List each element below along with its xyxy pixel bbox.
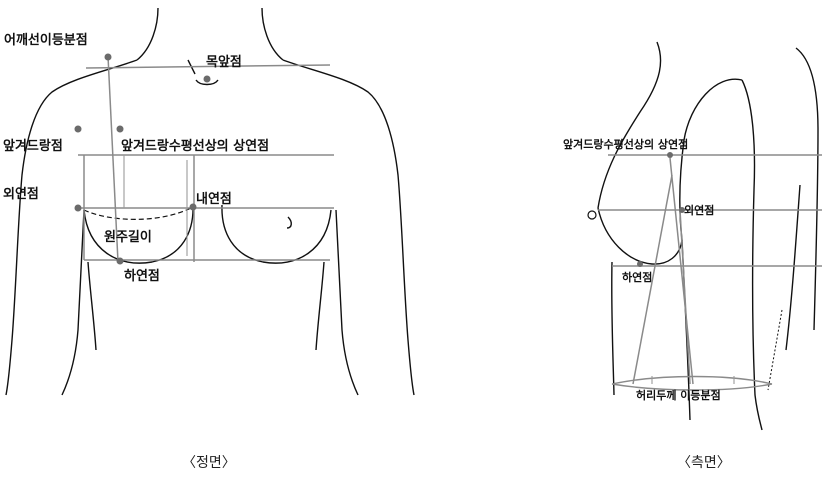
front-left-shoulder-arm xyxy=(5,59,138,396)
label-side-lower-edge-point: 하연점 xyxy=(622,270,652,284)
front-outer-edge-point xyxy=(74,204,82,212)
side-diagonal-line-3 xyxy=(632,174,673,385)
front-upper-edge-point xyxy=(116,125,124,133)
front-neck-point xyxy=(203,75,211,83)
label-side-upper-edge-point: 앞겨드랑수평선상의 상연점 xyxy=(563,137,688,151)
label-front-upper-edge-point: 앞겨드랑수평선상의 상연점 xyxy=(121,138,269,154)
front-left-arm-inner xyxy=(61,209,85,396)
label-front-neck-point: 목앞점 xyxy=(206,55,242,70)
label-front-lower-edge-point: 하연점 xyxy=(124,268,160,284)
side-back-lower xyxy=(785,184,801,351)
label-front-armpit-point: 앞겨드랑점 xyxy=(3,139,63,154)
caption-front-view: 〈정면〉 xyxy=(182,455,236,471)
front-left-breast xyxy=(83,204,194,264)
label-circumference-length: 원주길이 xyxy=(104,229,152,245)
front-right-shoulder-arm xyxy=(282,59,415,396)
front-right-arm-inner xyxy=(335,209,359,396)
label-side-waist-point: 허리두께 이등분점 xyxy=(636,388,721,402)
side-outer-edge-point xyxy=(679,207,685,213)
side-view: 앞겨드랑수평선상의 상연점 외연점 하연점 허리두께 이등분점 〈측면〉 xyxy=(563,41,822,471)
front-view: 어깨선이등분점 목앞점 앞겨드랑점 앞겨드랑수평선상의 상연점 외연점 내연점 … xyxy=(3,7,415,471)
side-upper-edge-point xyxy=(667,152,673,158)
side-back-outline xyxy=(795,47,819,331)
label-side-outer-edge-point: 외연점 xyxy=(684,203,714,217)
side-nipple xyxy=(587,210,597,220)
label-shoulder-dart-point: 어깨선이등분점 xyxy=(4,32,88,48)
side-front-torso xyxy=(611,261,615,396)
side-diagonal-line-2 xyxy=(679,209,691,385)
front-shoulder-vertical-line xyxy=(107,55,119,263)
front-neck-left-outline xyxy=(136,7,159,61)
front-neck-right-outline xyxy=(261,7,284,61)
label-front-inner-edge-point: 내연점 xyxy=(196,191,232,207)
front-right-nipple xyxy=(286,216,292,229)
front-inner-edge-point xyxy=(189,203,197,211)
side-neck-outline xyxy=(597,41,662,209)
side-waist-bottom-arc xyxy=(611,383,773,391)
caption-side-view: 〈측면〉 xyxy=(677,455,731,471)
front-lower-edge-point xyxy=(116,257,124,265)
front-torso-left xyxy=(87,261,97,351)
front-neck-base-line xyxy=(85,64,331,69)
front-circumference-arc xyxy=(83,206,194,220)
front-shoulder-point xyxy=(104,53,112,61)
label-front-outer-edge-point: 외연점 xyxy=(3,186,39,202)
side-breast-outline xyxy=(597,207,683,265)
side-lower-edge-point xyxy=(637,261,643,267)
side-waist-top-arc xyxy=(611,375,773,385)
front-right-breast xyxy=(221,204,332,264)
side-back-dotted-line xyxy=(767,309,783,391)
front-armpit-point xyxy=(74,125,82,133)
side-diagonal-line-1 xyxy=(669,157,694,385)
front-torso-right xyxy=(315,261,325,351)
side-arm-back xyxy=(741,79,763,431)
front-neck-notch xyxy=(195,79,219,86)
